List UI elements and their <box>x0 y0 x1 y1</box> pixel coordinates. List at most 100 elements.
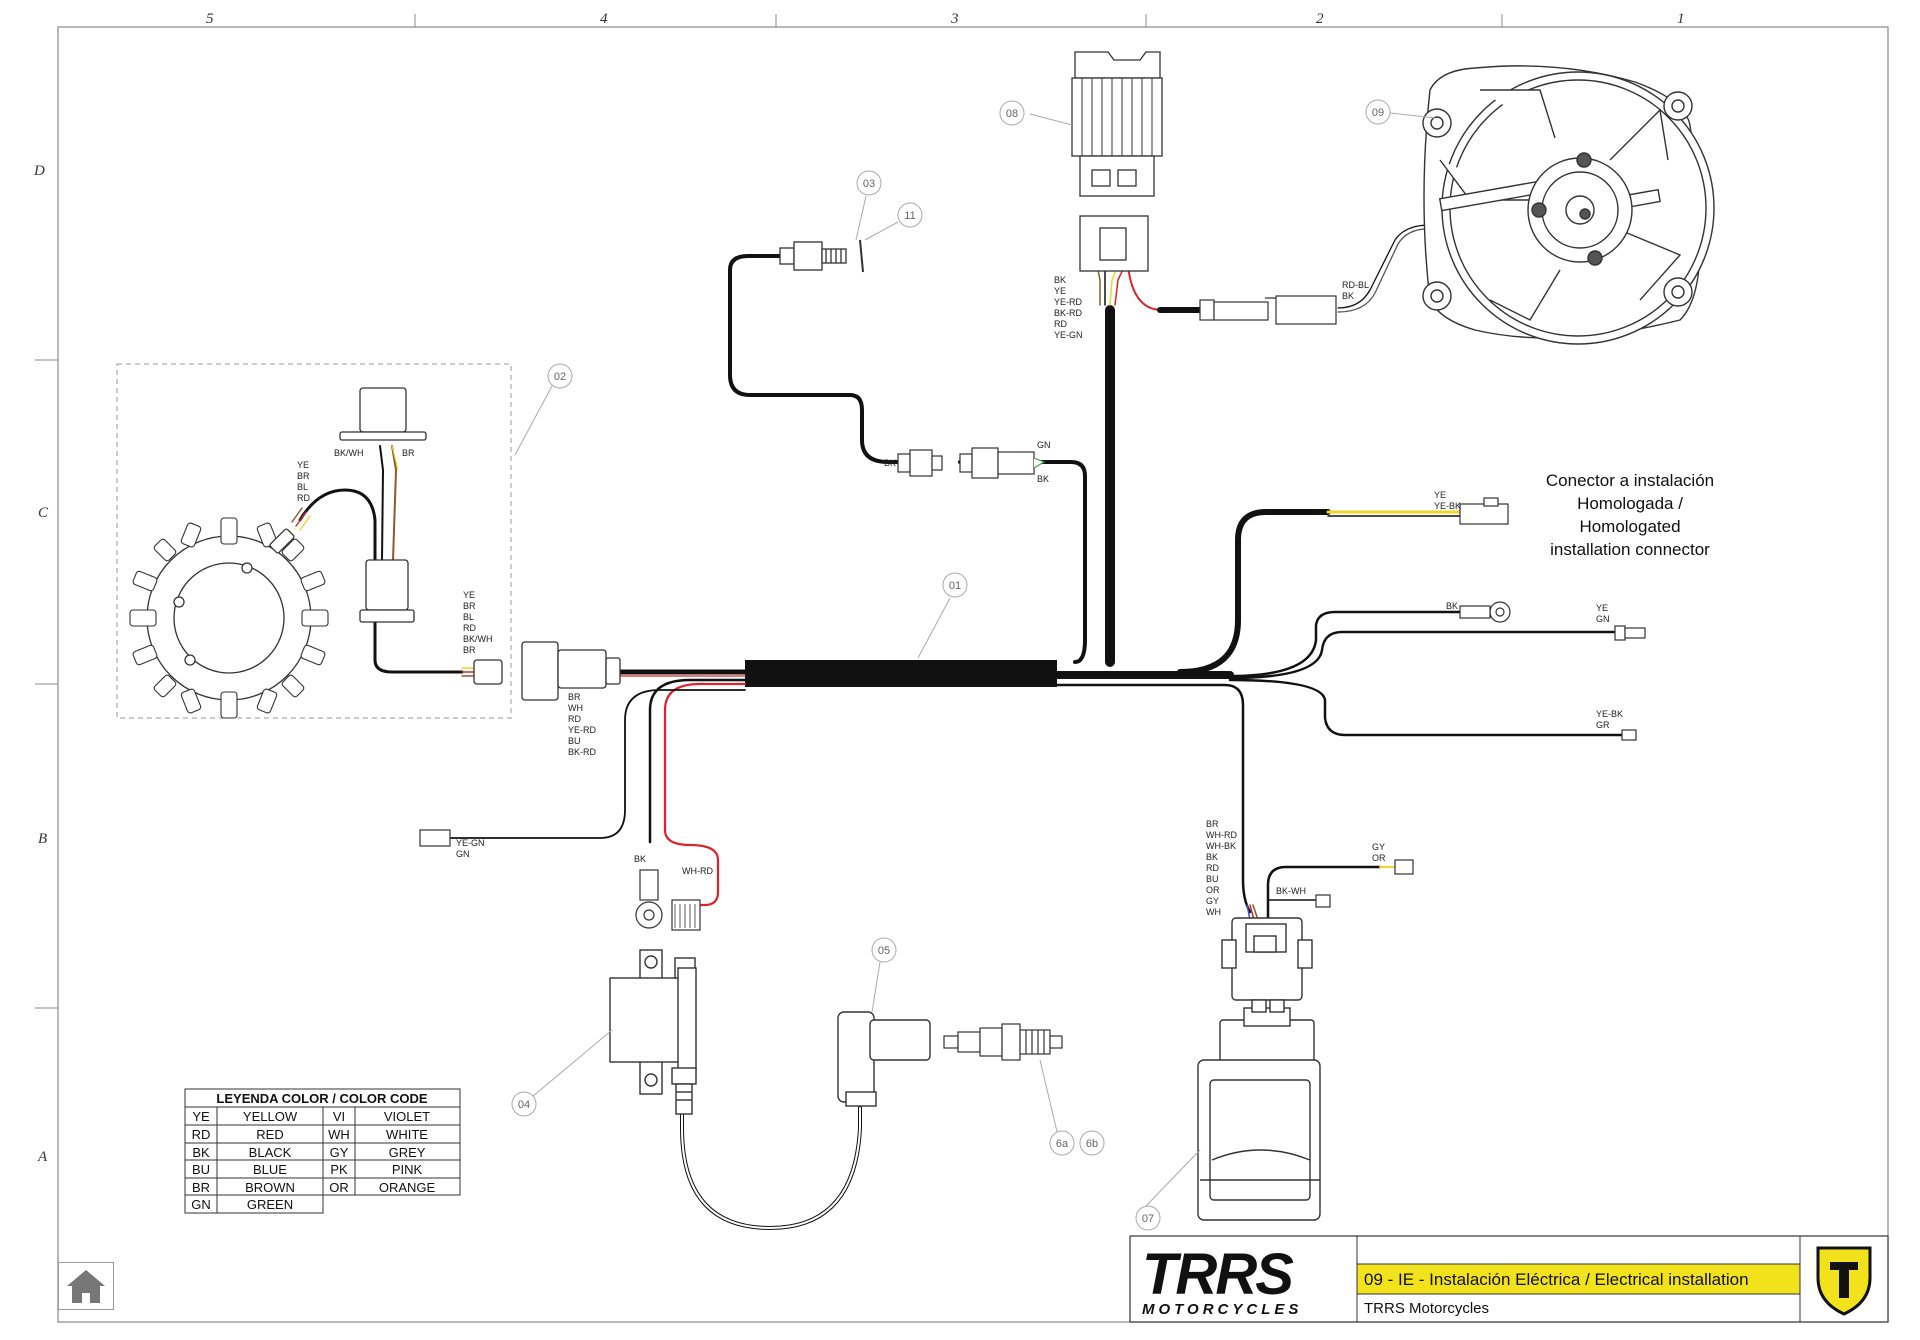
legend-code: GN <box>191 1197 211 1212</box>
wire-label: WH-RD <box>1206 830 1237 840</box>
wire-label: RD <box>568 714 581 724</box>
callouts <box>511 99 1391 1231</box>
note-line: installation connector <box>1550 540 1710 559</box>
callout-text: 03 <box>863 178 875 190</box>
legend-code: VI <box>333 1109 345 1124</box>
logo-text: TRRS <box>1142 1242 1294 1307</box>
wire-labels: BK YE YE-RD BK-RD RD YE-GN RD-BL BK YE B… <box>297 275 1623 917</box>
wire-label: BL <box>297 482 308 492</box>
wire-label: GR <box>1596 720 1610 730</box>
note-line: Homologated <box>1579 517 1680 536</box>
right-connectors <box>1459 497 1646 741</box>
wire-label: BK <box>634 854 646 864</box>
grid-labels: 5 4 3 2 1 D C B A <box>33 11 1685 1165</box>
callout-text: 05 <box>878 945 890 957</box>
legend-color: BLACK <box>249 1145 292 1160</box>
wire-label: BR <box>463 601 476 611</box>
wire-label: YE-GN <box>456 838 485 848</box>
note-line: Homologada / <box>1577 494 1683 513</box>
note-line: Conector a instalación <box>1546 471 1714 490</box>
wire-label: BK <box>1342 291 1354 301</box>
legend-color: VIOLET <box>384 1109 430 1124</box>
grid-col-label: 2 <box>1316 11 1324 27</box>
callout-texts: 01 02 03 04 05 6a 6b 07 08 09 11 <box>518 107 1384 1225</box>
callout-02 <box>547 363 573 389</box>
wire-label: WH <box>568 703 583 713</box>
grid-row-label: D <box>33 163 45 179</box>
callout-11 <box>897 202 923 228</box>
legend-code: OR <box>329 1180 349 1195</box>
legend-color: WHITE <box>386 1127 428 1142</box>
wire-label: YE-BK <box>1596 709 1623 719</box>
callout-text: 07 <box>1142 1213 1154 1225</box>
shield-logo-icon <box>1816 1246 1872 1316</box>
wire-label: BK <box>1446 601 1458 611</box>
wire-label: BU <box>568 736 581 746</box>
legend-code: RD <box>192 1127 211 1142</box>
callout-text: 11 <box>904 210 915 222</box>
legend-code: WH <box>328 1127 350 1142</box>
legend-color: GREEN <box>247 1197 293 1212</box>
drawing-frame <box>57 26 1889 1323</box>
cdi-unit <box>1197 917 1321 1221</box>
company-name: TRRS Motorcycles <box>1364 1300 1489 1317</box>
callout-text: 08 <box>1006 108 1018 120</box>
grid-row-label: C <box>38 505 49 521</box>
cooling-fan <box>1422 65 1715 345</box>
wire-label: BK-RD <box>568 747 597 757</box>
wire-label: BK/WH <box>334 448 364 458</box>
stator <box>129 387 621 719</box>
ground-terminals <box>635 869 701 931</box>
wire-label: GN <box>1037 440 1051 450</box>
wire-label: YE <box>1434 490 1446 500</box>
sensor-connectors <box>897 447 1046 479</box>
callout-6a <box>1049 1130 1075 1156</box>
wire-label: YE <box>297 460 309 470</box>
wire-label: BR <box>463 645 476 655</box>
wire-label: RD <box>297 493 310 503</box>
wire-label: RD <box>1206 863 1219 873</box>
wire-label: BR <box>402 448 415 458</box>
legend-title: LEYENDA COLOR / COLOR CODE <box>216 1091 427 1106</box>
cdi-aux-connectors <box>1315 859 1414 908</box>
ignition-coil <box>609 949 697 1115</box>
grid-row-label: A <box>37 1149 48 1165</box>
wire-label: YE-RD <box>568 725 597 735</box>
wire-label: BK/WH <box>463 634 493 644</box>
wire-label: BR <box>1206 819 1219 829</box>
regulator <box>1071 51 1163 272</box>
callout-leaders <box>514 112 1436 1208</box>
grid-col-label: 4 <box>600 11 608 27</box>
callout-text: 01 <box>949 580 961 592</box>
wire-label: OR <box>1206 885 1220 895</box>
legend-color: ORANGE <box>379 1180 436 1195</box>
wire-label: OR <box>1372 853 1386 863</box>
wire-label: YE <box>1054 286 1066 296</box>
callout-09 <box>1365 99 1391 125</box>
home-button[interactable] <box>58 1262 114 1310</box>
legend-color: RED <box>256 1127 283 1142</box>
legend-code: YE <box>192 1109 210 1124</box>
grid-col-label: 3 <box>950 11 959 27</box>
wire-label: BK-RD <box>1054 308 1083 318</box>
legend-color: BLUE <box>253 1162 287 1177</box>
callout-08 <box>999 100 1025 126</box>
stator-dashed-box <box>116 363 512 719</box>
spark-plug <box>943 1023 1063 1061</box>
title-block: TRRS MOTORCYCLES 09 - IE - Instalación E… <box>1129 1235 1889 1323</box>
legend-code: BK <box>192 1145 210 1160</box>
grid-col-label: 1 <box>1677 11 1685 27</box>
callout-05 <box>871 937 897 963</box>
main-harness-bundle <box>745 660 1057 687</box>
legend-code: GY <box>330 1145 349 1160</box>
legend-code: BU <box>192 1162 210 1177</box>
color-legend: LEYENDA COLOR / COLOR CODE YE YELLOW VI … <box>184 1088 461 1214</box>
wire-label: YE-RD <box>1054 297 1083 307</box>
wire-label: WH-RD <box>682 866 713 876</box>
callout-text: 6a <box>1056 1138 1069 1150</box>
wire-label: BU <box>1206 874 1219 884</box>
wire-label: BR <box>568 692 581 702</box>
legend-code: BR <box>192 1180 210 1195</box>
temperature-sensor <box>779 239 864 273</box>
wire-label: YE <box>1596 603 1608 613</box>
